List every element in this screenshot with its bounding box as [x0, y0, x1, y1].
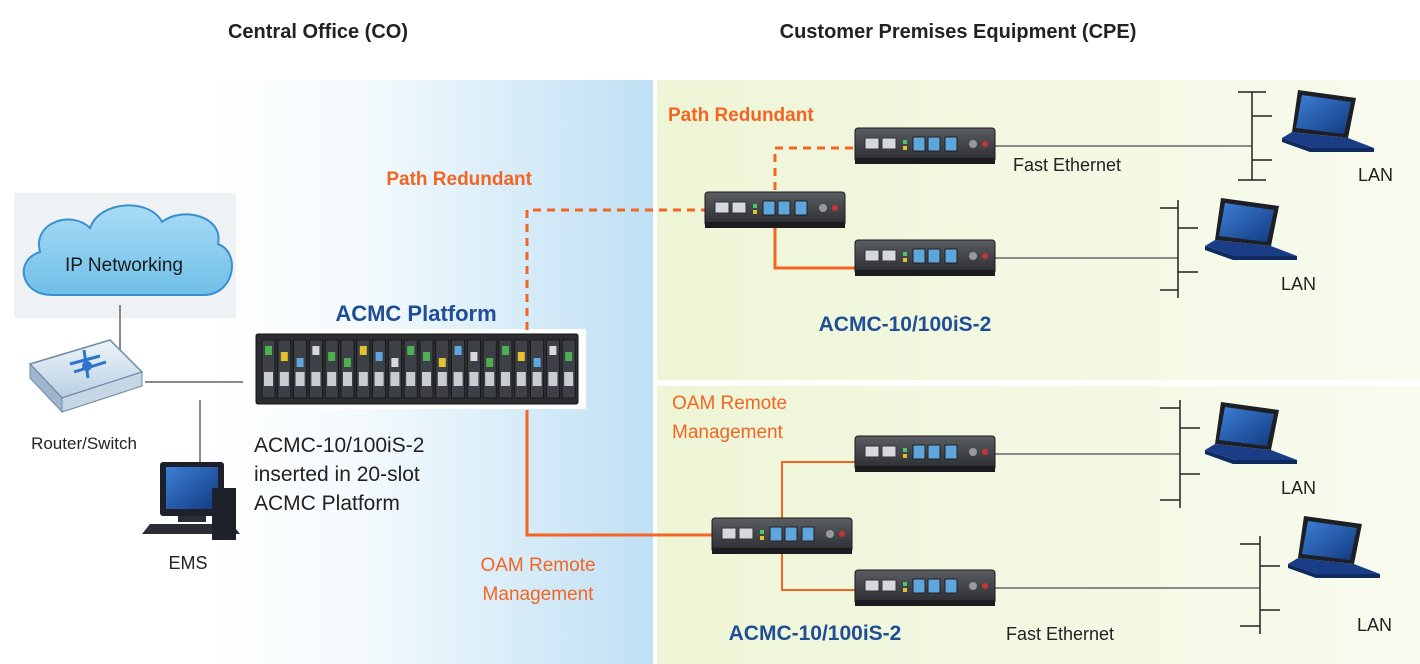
chassis-slot-port — [312, 346, 320, 355]
oam-link-cpe-up — [781, 461, 855, 518]
media-converter-cpe-2 — [854, 239, 996, 277]
model-label-bottom: ACMC-10/100iS-2 — [729, 622, 902, 645]
cpe-heading: Customer Premises Equipment (CPE) — [780, 21, 1137, 43]
chassis-slot-connector — [501, 372, 510, 386]
chassis-slot-connector — [264, 372, 273, 386]
chassis-slot-connector — [295, 372, 305, 386]
oam-cpe-line1: OAM Remote — [672, 393, 787, 414]
ems-computer-icon — [142, 462, 240, 540]
chassis-slot-connector — [548, 372, 558, 386]
media-converter-cpe-hub-top — [704, 191, 846, 229]
inserted-line3: ACMC Platform — [254, 492, 400, 515]
chassis-slot-connector — [374, 372, 384, 386]
chassis-slot-connector — [311, 372, 321, 386]
chassis-slot-port — [280, 352, 288, 361]
chassis-slot-card — [277, 339, 292, 399]
chassis-slot-card — [340, 339, 355, 399]
chassis-slot-port — [438, 358, 446, 367]
media-converter-cpe-4 — [854, 569, 996, 607]
oam-link-co — [525, 410, 712, 537]
lan-bus-3 — [1160, 400, 1200, 508]
lan-bus-2 — [1160, 200, 1198, 298]
router-switch-icon — [28, 339, 144, 414]
router-switch-label: Router/Switch — [31, 434, 137, 453]
lan-label-3: LAN — [1281, 478, 1316, 498]
chassis-slot-connector — [279, 372, 289, 386]
oam-co-line2: Management — [483, 584, 595, 605]
chassis-slot-card — [419, 339, 434, 399]
chassis-slot-connector — [343, 372, 352, 386]
chassis-slot-card — [561, 339, 576, 399]
chassis-slot-connector — [422, 372, 431, 386]
chassis-slot-card — [293, 339, 308, 399]
chassis-slot-connector — [406, 372, 416, 386]
chassis-slot-connector — [327, 372, 337, 386]
chassis-slot-card — [530, 339, 544, 399]
chassis-slot-port — [423, 352, 430, 361]
path-redundant-link-co — [525, 208, 710, 330]
lan-label-4: LAN — [1357, 615, 1392, 635]
chassis-slot-port — [359, 346, 367, 355]
chassis-slot-card — [482, 339, 497, 399]
model-label-top: ACMC-10/100iS-2 — [819, 313, 992, 336]
chassis-slot-card — [435, 339, 450, 399]
inserted-line2: inserted in 20-slot — [254, 463, 420, 486]
path-redundant-label-cpe: Path Redundant — [668, 105, 814, 126]
chassis-slot-connector — [453, 372, 463, 386]
ip-networking-label: IP Networking — [65, 255, 183, 276]
chassis-slot-card — [514, 339, 529, 399]
lan-label-1: LAN — [1358, 165, 1393, 185]
oam-co-line1: OAM Remote — [480, 555, 595, 576]
inserted-line1: ACMC-10/100iS-2 — [254, 434, 424, 457]
acmc-chassis-icon — [243, 329, 586, 409]
chassis-slot-port — [265, 346, 272, 355]
chassis-slot-card — [387, 339, 402, 399]
chassis-slot-port — [486, 358, 494, 367]
chassis-slot-port — [565, 352, 573, 361]
chassis-slot-port — [375, 352, 383, 361]
chassis-slot-connector — [564, 372, 574, 386]
chassis-slot-port — [344, 358, 351, 367]
chassis-slot-port — [470, 352, 478, 361]
fast-ethernet-label-bottom: Fast Ethernet — [1006, 624, 1114, 644]
fast-ethernet-label-top: Fast Ethernet — [1013, 155, 1121, 175]
acmc-platform-label: ACMC Platform — [335, 301, 496, 326]
chassis-slot-port — [454, 346, 462, 355]
cpe-link-top — [773, 226, 855, 270]
lan-label-2: LAN — [1281, 274, 1316, 294]
media-converter-cpe-3 — [854, 435, 996, 473]
chassis-slot-port — [517, 352, 525, 361]
chassis-slot-port — [296, 358, 304, 367]
media-converter-cpe-hub-bottom — [711, 517, 853, 555]
chassis-slot-port — [407, 346, 415, 355]
lan-bus-4 — [1240, 536, 1280, 634]
chassis-slot-connector — [516, 372, 526, 386]
chassis-slot-connector — [532, 372, 542, 386]
chassis-slot-port — [533, 358, 541, 367]
ip-cloud-icon — [22, 204, 233, 296]
chassis-slot-card — [372, 339, 387, 399]
chassis-slot-port — [549, 346, 557, 355]
path-redundant-link-cpe — [773, 146, 855, 190]
chassis-slot-connector — [485, 372, 495, 386]
ems-label: EMS — [168, 553, 207, 573]
media-converter-cpe-1 — [854, 127, 996, 165]
oam-cpe-line2: Management — [672, 422, 784, 443]
chassis-slot-connector — [469, 372, 479, 386]
oam-link-cpe-down — [781, 552, 855, 591]
chassis-slot-card — [324, 339, 339, 399]
chassis-slot-connector — [390, 372, 400, 386]
chassis-slot-port — [391, 358, 399, 367]
lan-bus-1 — [1238, 91, 1272, 181]
chassis-slot-connector — [437, 372, 447, 386]
path-redundant-label-co: Path Redundant — [386, 169, 532, 190]
co-heading: Central Office (CO) — [228, 21, 408, 43]
chassis-slot-connector — [358, 372, 368, 386]
chassis-slot-port — [502, 346, 509, 355]
chassis-slot-card — [466, 339, 481, 399]
chassis-slot-port — [328, 352, 336, 361]
